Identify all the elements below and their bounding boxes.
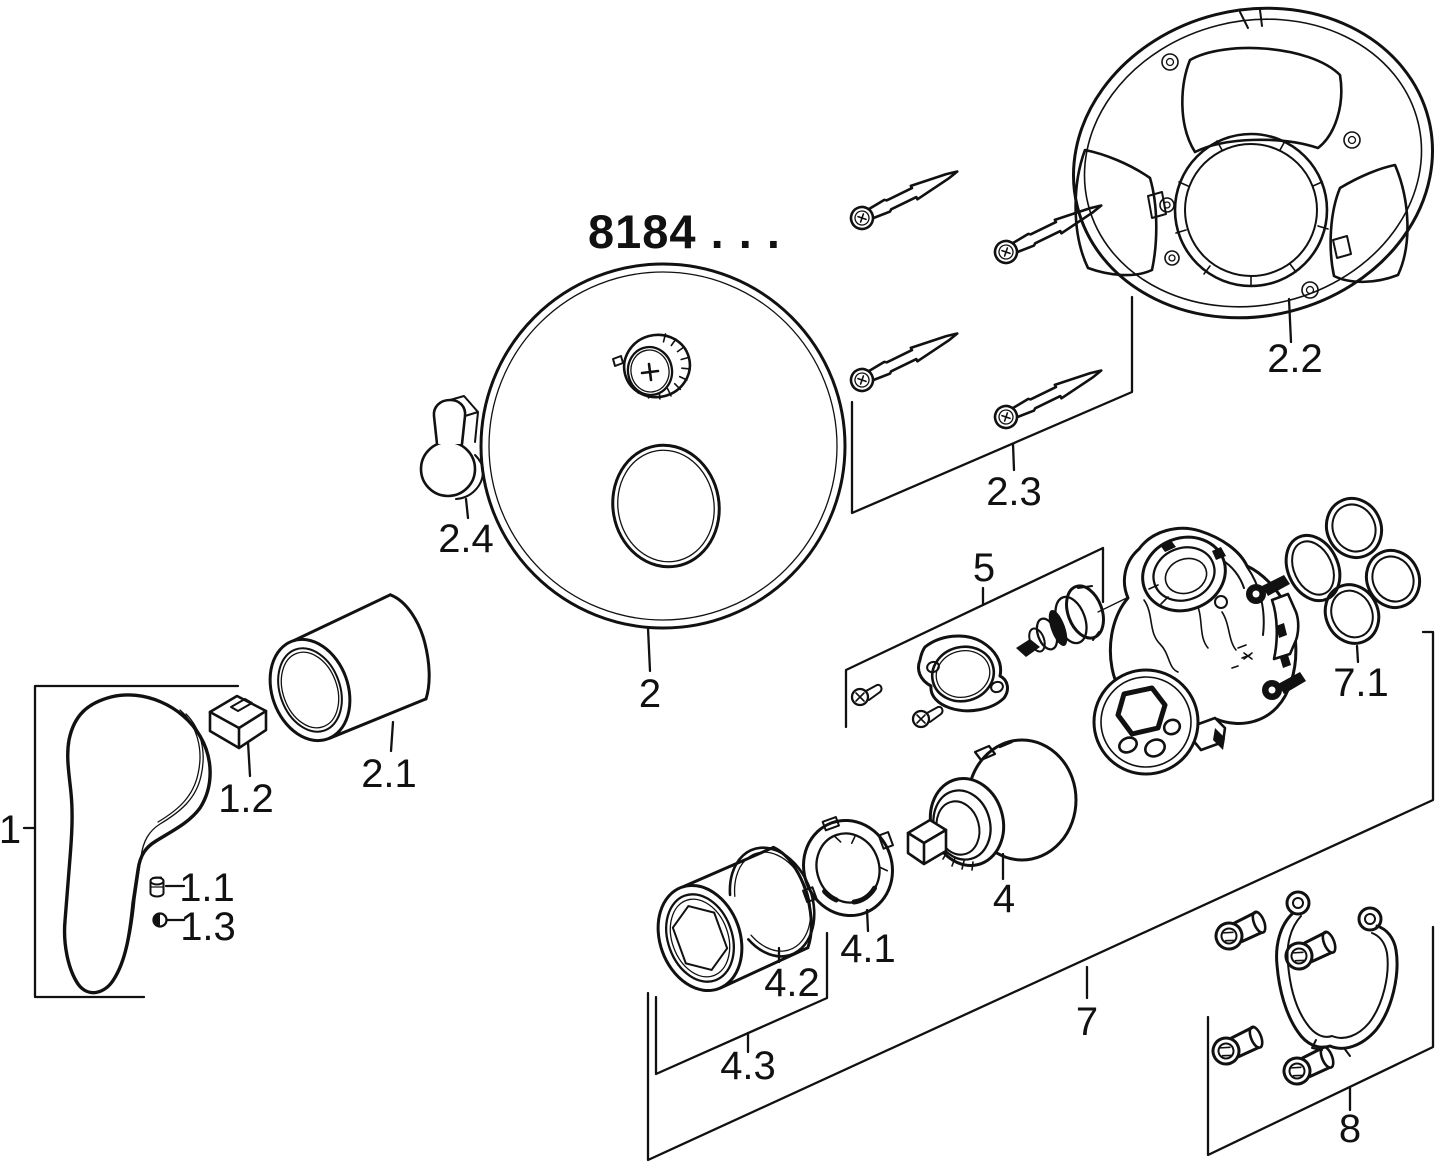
leader-part-7-1	[1355, 644, 1360, 664]
part-1-3-plug	[152, 912, 168, 928]
label-part-2-2: 2.2	[1267, 337, 1323, 381]
product-number-title: 8184 . . .	[588, 205, 781, 258]
part-7-valve-body	[1092, 526, 1306, 776]
screw-slot	[152, 876, 162, 879]
bracket-part-1	[33, 684, 240, 999]
label-part-2: 2	[639, 672, 661, 716]
part-2-3-mounting-screws	[845, 170, 1108, 434]
collar-notches	[1175, 140, 1329, 287]
part-5-diverter-assembly	[850, 584, 1105, 729]
bracket-part-4-3	[654, 931, 829, 1076]
part-2-2-mounting-ring	[1072, 6, 1434, 320]
handle-inner-contour	[115, 713, 204, 975]
cap-top-face	[208, 694, 268, 730]
bracket-part-8	[1206, 925, 1435, 1157]
diverter-cartridge	[1016, 584, 1105, 657]
label-part-5: 5	[973, 546, 995, 590]
label-part-1-1: 1.1	[179, 866, 235, 910]
diverter-knob	[612, 333, 692, 400]
handle-outline	[62, 693, 212, 995]
diverter-screw	[850, 683, 883, 707]
ring-center-collar	[1173, 132, 1329, 288]
part-4-1-lock-ring	[802, 816, 894, 918]
leader-part-2	[646, 626, 652, 673]
leader-part-2-4	[464, 497, 470, 520]
clip-tab	[432, 398, 467, 446]
ring-bosses	[1159, 53, 1361, 299]
label-part-4: 4	[993, 877, 1015, 921]
o-ring	[1323, 583, 1381, 645]
diverter-gasket	[916, 634, 1009, 713]
body-screw	[1246, 575, 1290, 604]
clip-depth-side	[455, 454, 484, 500]
part-1-1-set-screw	[149, 876, 165, 898]
plate-inner-edge	[488, 271, 838, 621]
socket-screw	[1214, 910, 1267, 951]
flange-center-boss	[1115, 685, 1168, 737]
label-part-1: 1	[0, 808, 21, 852]
body-screw	[1262, 672, 1306, 700]
ring-opening-right	[1329, 163, 1409, 284]
o-ring	[1364, 549, 1422, 609]
leader-part-2-1	[389, 720, 395, 753]
label-part-1-2: 1.2	[218, 777, 274, 821]
part-4-cartridge	[906, 738, 1078, 871]
ring-tab-left	[1147, 191, 1167, 219]
part-2-1-handle-sleeve	[268, 593, 431, 743]
lock-ring-tabs	[802, 816, 894, 904]
diverter-screw	[911, 705, 944, 729]
label-part-4-3: 4.3	[720, 1044, 776, 1088]
bracket-part-5	[844, 546, 1105, 729]
sleeve-hex-bore	[671, 905, 729, 971]
cartridge-stem	[906, 818, 948, 866]
body-right-flange	[1270, 592, 1300, 661]
part-1-2-cover-cap	[208, 694, 268, 750]
ring-opening-left	[1074, 148, 1158, 277]
leader-part-2-2	[1287, 297, 1293, 344]
ring-top-marks	[1239, 9, 1263, 29]
label-part-4-1: 4.1	[840, 927, 896, 971]
label-part-2-3: 2.3	[986, 470, 1042, 514]
label-part-4-2: 4.2	[764, 961, 820, 1005]
wood-screw	[849, 170, 959, 231]
leader-part-2-3	[1011, 442, 1016, 472]
part-7-1-o-rings	[1284, 497, 1422, 645]
part-2-4-retainer-clip	[419, 395, 484, 500]
plate-outer-edge	[479, 262, 847, 630]
bracket-part-7	[646, 630, 1435, 1162]
knob-nub	[612, 355, 624, 367]
diverter-stem	[1016, 639, 1040, 657]
o-ring	[1324, 497, 1384, 559]
body-front-flange	[1092, 668, 1200, 776]
phillips-cross-icon	[640, 362, 660, 382]
part-1-lever-handle	[62, 693, 212, 995]
part-2-escutcheon-plate	[479, 262, 847, 630]
part-labels: 1 1.1 1.2 1.3 2 2.1 2.2 2.3 2.4 4 4.1 4.…	[0, 337, 1389, 1151]
label-part-7-1: 7.1	[1333, 661, 1389, 705]
leader-part-1-2	[246, 740, 252, 778]
plate-hole	[611, 443, 721, 569]
handle-inner-contour-2	[157, 709, 201, 823]
horseshoe-bracket	[1275, 890, 1399, 1057]
label-part-8: 8	[1339, 1107, 1361, 1151]
cartridge-top-tabs	[973, 740, 1014, 762]
cartridge-seat-collar	[1141, 535, 1228, 613]
part-8-fixing-bracket-set	[1207, 890, 1399, 1090]
cap-slot	[230, 698, 253, 712]
cap-sides	[208, 709, 268, 750]
bracket-part-2-3	[850, 295, 1134, 515]
label-part-2-4: 2.4	[438, 517, 494, 561]
label-part-1-3: 1.3	[180, 905, 236, 949]
label-part-7: 7	[1076, 1000, 1098, 1044]
clip-depth-top	[449, 395, 479, 443]
ring-opening-top	[1181, 46, 1343, 154]
ring-tab-right	[1332, 235, 1352, 259]
label-part-2-1: 2.1	[361, 752, 417, 796]
